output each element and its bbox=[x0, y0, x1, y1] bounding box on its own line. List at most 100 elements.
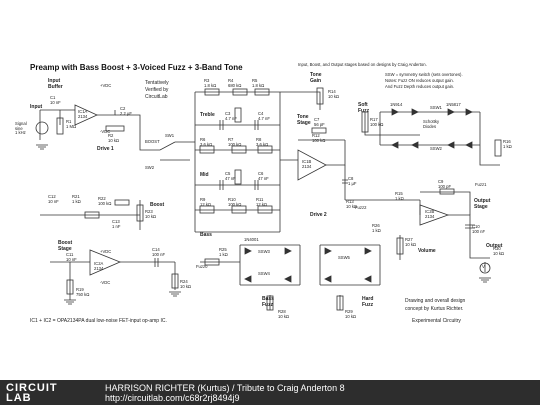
logo-top-text: CIRCUIT bbox=[6, 382, 58, 394]
label-tone-stage: Tone Stage bbox=[297, 114, 311, 126]
note-ssw3: And Fuzz Depth reduces output gain. bbox=[385, 84, 455, 89]
comp-c4: C4 4.7 nF bbox=[258, 111, 270, 121]
comp-r29: R29 10 kΩ bbox=[345, 309, 357, 319]
comp-ssw5: SSW5 bbox=[338, 255, 350, 260]
comp-r9: R9 12 kΩ bbox=[200, 197, 212, 207]
comp-r6: R6 3.6 kΩ bbox=[200, 137, 213, 147]
label-fuzz1: Fuzz1 bbox=[475, 182, 487, 187]
comp-r1: R1 1 MΩ bbox=[66, 119, 77, 129]
tentative-line2: Verified by bbox=[145, 87, 169, 93]
comp-r19: R19 750 kΩ bbox=[76, 287, 90, 297]
label-output-stage: Output Stage bbox=[474, 198, 491, 210]
comp-ic2a: IC2A 2134 bbox=[94, 261, 104, 271]
comp-c14: C14 100 nF bbox=[152, 247, 166, 257]
comp-r17: R17 100 kΩ bbox=[370, 117, 384, 127]
label-bass-fuzz: Bass Fuzz bbox=[262, 296, 274, 308]
comp-r22: R22 100 kΩ bbox=[98, 196, 112, 206]
comp-r8: R8 3.6 kΩ bbox=[256, 137, 269, 147]
tentative-line1: Tentatively bbox=[145, 80, 169, 86]
note-ic: IC1 + IC2 = OPA2134PA dual low-noise FET… bbox=[30, 318, 167, 324]
label-soft-fuzz: Soft Fuzz bbox=[358, 102, 370, 114]
label-boost-knob: Boost bbox=[150, 202, 165, 208]
comp-c3: C3 4.7 nF bbox=[225, 111, 237, 121]
comp-r5: R5 1.8 kΩ bbox=[252, 78, 265, 88]
comp-ic2b: IC2B 2134 bbox=[425, 209, 435, 219]
comp-ic1a: IC1A 2134 bbox=[78, 109, 88, 119]
comp-r4: R4 680 kΩ bbox=[228, 78, 242, 88]
comp-c9: C9 100 pF bbox=[438, 179, 452, 189]
diode-1n5817: 1N5817 bbox=[446, 102, 461, 107]
comp-r25: R25 1 kΩ bbox=[219, 247, 228, 257]
comp-c7: C7 56 pF bbox=[314, 117, 325, 127]
comp-c6: C6 47 nF bbox=[258, 171, 269, 181]
label-vcc-2: +VDC bbox=[100, 249, 112, 254]
comp-c12: C12 10 nF bbox=[48, 194, 59, 204]
comp-r16: R16 1 kΩ bbox=[503, 139, 512, 149]
label-schottky: Schottky Diodes bbox=[423, 119, 440, 129]
comp-r15: R15 1 kΩ bbox=[395, 191, 404, 201]
logo-bottom-text: LAB bbox=[6, 392, 32, 404]
label-fuzz0: Fuzz0 bbox=[196, 264, 208, 269]
comp-c2: C2 2.2 µF bbox=[120, 106, 132, 116]
label-volume: Volume bbox=[418, 248, 436, 254]
label-vcc-1: +VDC bbox=[100, 83, 112, 88]
comp-ssw1: SSW1 bbox=[430, 105, 442, 110]
label-mid: Mid bbox=[200, 172, 209, 178]
comp-r28: R28 10 kΩ bbox=[278, 309, 290, 319]
comp-r11: R11 12 kΩ bbox=[256, 197, 268, 207]
label-tone-gain: Tone Gain bbox=[310, 72, 322, 84]
comp-c1: C1 10 nF bbox=[50, 95, 61, 105]
schematic-wires bbox=[35, 87, 502, 311]
diode-1n914: 1N914 bbox=[390, 102, 403, 107]
comp-r14: R14 10 kΩ bbox=[328, 89, 340, 99]
note-drawing2: concept by Kurtus Richter. bbox=[405, 306, 464, 312]
note-experimental: Experimental Circuitry bbox=[412, 318, 461, 324]
schematic-title: Preamp with Bass Boost + 3-Voiced Fuzz +… bbox=[30, 63, 243, 72]
label-boost-stage: Boost Stage bbox=[58, 240, 73, 252]
label-drive2: Drive 2 bbox=[310, 212, 327, 218]
comp-c13: C13 1 nF bbox=[112, 219, 121, 229]
comp-r26: R26 1 kΩ bbox=[372, 223, 381, 233]
label-hard-fuzz: Hard Fuzz bbox=[362, 296, 374, 308]
note-ssw2: Notes: Fuzz ON reduces output gain. bbox=[385, 78, 454, 83]
footer-bar: CIRCUIT LAB bbox=[0, 380, 540, 405]
label-vee-2: -VDC bbox=[100, 280, 111, 285]
comp-r3: R3 1.8 kΩ bbox=[204, 78, 217, 88]
comp-c8: C8 1 µF bbox=[348, 176, 357, 186]
comp-sw1: SW1 bbox=[165, 133, 175, 138]
label-treble: Treble bbox=[200, 112, 215, 118]
comp-ssw4: SSW4 bbox=[258, 271, 270, 276]
label-boost-switch: BOOST bbox=[145, 139, 160, 144]
label-input-buffer: Input Buffer bbox=[48, 78, 63, 90]
note-ssw1: SSW = symmetry switch (sets overtones). bbox=[385, 72, 463, 77]
tentative-line3: CircuitLab bbox=[145, 94, 168, 100]
footer-credit: HARRISON RICHTER (Kurtus) / Tribute to C… bbox=[105, 383, 345, 393]
comp-r2: R2 10 kΩ bbox=[108, 133, 120, 143]
note-drawing1: Drawing and overall design bbox=[405, 298, 466, 304]
note-top: Input, Boost, and Output stages based on… bbox=[298, 62, 427, 67]
comp-r30: R30 10 kΩ bbox=[493, 246, 505, 256]
comp-r21: R21 1 kΩ bbox=[72, 194, 81, 204]
label-signal-source: Signal sine 1 kHz bbox=[15, 121, 27, 136]
comp-ssw3: SSW3 bbox=[258, 249, 270, 254]
comp-c11: C11 10 nF bbox=[66, 252, 77, 262]
footer-url-link[interactable]: http://circuitlab.com/c68r2rj8494j9 bbox=[105, 393, 240, 403]
schematic-canvas: Preamp with Bass Boost + 3-Voiced Fuzz +… bbox=[15, 62, 512, 324]
label-vee-1: -VDC bbox=[100, 129, 111, 134]
comp-r23: R23 10 kΩ bbox=[145, 209, 157, 219]
comp-ic1b: IC1B 2134 bbox=[302, 159, 312, 169]
comp-r13: R13 10 kΩ bbox=[346, 199, 358, 209]
comp-r27: R27 10 kΩ bbox=[405, 237, 417, 247]
comp-ssw2: SSW2 bbox=[430, 146, 442, 151]
circuitlab-logo[interactable]: CIRCUIT LAB bbox=[6, 382, 88, 404]
label-bass: Bass bbox=[200, 232, 212, 238]
comp-r12: R12 100 kΩ bbox=[312, 133, 326, 143]
diode-1n4001: 1N4001 bbox=[244, 237, 259, 242]
output-meter-icon: V bbox=[482, 264, 485, 269]
comp-r24: R24 10 kΩ bbox=[180, 279, 192, 289]
label-input: Input bbox=[30, 104, 43, 110]
comp-c5: C5 47 nF bbox=[225, 171, 236, 181]
comp-r10: R10 100 kΩ bbox=[228, 197, 242, 207]
comp-r7: R7 100 kΩ bbox=[228, 137, 242, 147]
comp-sw2: SW2 bbox=[145, 165, 155, 170]
